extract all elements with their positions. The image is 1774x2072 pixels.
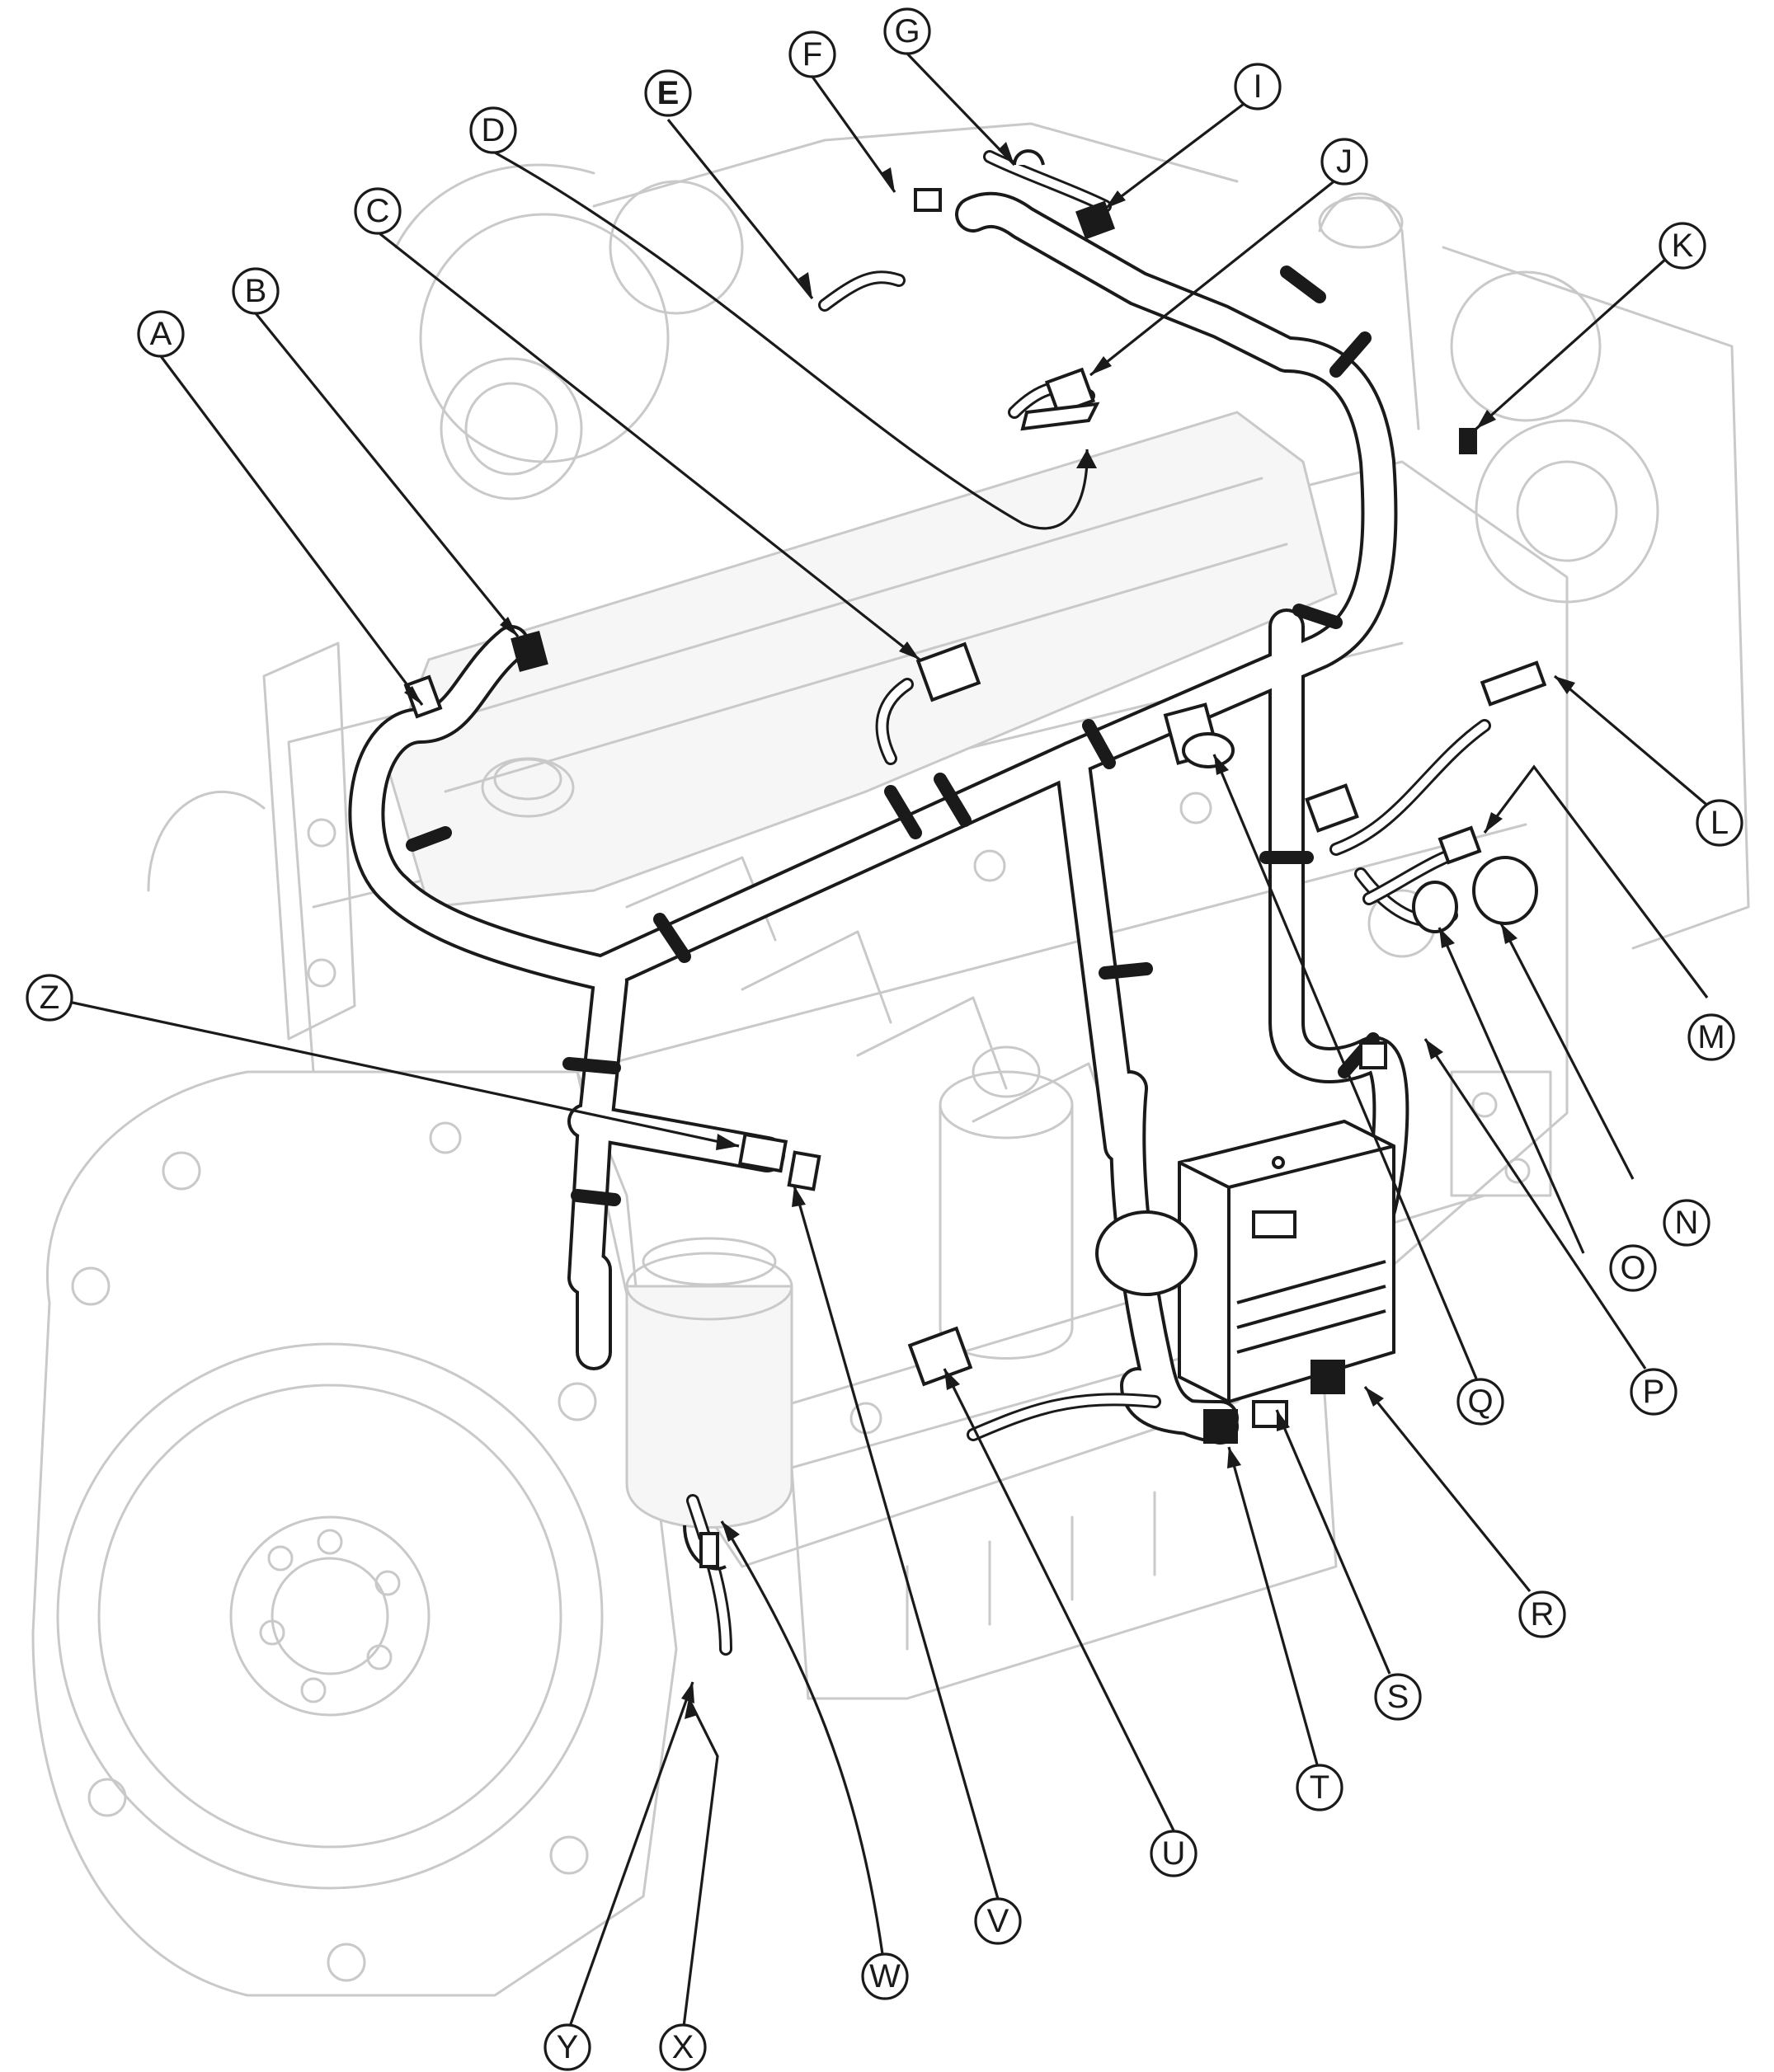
callout-z: Z — [26, 974, 73, 1022]
callout-v: V — [974, 1897, 1022, 1945]
svg-text:Z: Z — [40, 980, 59, 1016]
svg-text:G: G — [894, 13, 920, 49]
callout-e: E — [644, 69, 692, 117]
svg-text:L: L — [1710, 805, 1729, 841]
callout-a: A — [137, 310, 185, 358]
svg-text:V: V — [987, 1903, 1009, 1939]
callout-o: O — [1609, 1244, 1657, 1292]
svg-text:E: E — [657, 75, 680, 111]
callout-i: I — [1234, 63, 1282, 110]
svg-text:C: C — [366, 193, 390, 229]
svg-text:M: M — [1697, 1019, 1725, 1055]
callout-n: N — [1663, 1199, 1710, 1247]
svg-text:R: R — [1531, 1596, 1555, 1633]
callout-l: L — [1696, 799, 1743, 847]
callout-j: J — [1320, 138, 1368, 186]
callout-r: R — [1518, 1590, 1566, 1638]
svg-text:S: S — [1387, 1679, 1409, 1715]
callout-u: U — [1150, 1830, 1198, 1877]
callout-d: D — [469, 106, 517, 154]
callout-q: Q — [1456, 1378, 1504, 1426]
callout-g: G — [883, 7, 931, 55]
svg-text:K: K — [1672, 228, 1694, 264]
svg-text:P: P — [1643, 1374, 1665, 1410]
svg-text:X: X — [672, 2029, 694, 2065]
callout-c: C — [354, 187, 402, 235]
svg-text:W: W — [869, 1958, 901, 1994]
svg-text:U: U — [1162, 1835, 1186, 1872]
callout-y: Y — [543, 2023, 591, 2071]
svg-text:A: A — [150, 316, 172, 352]
svg-text:D: D — [482, 112, 506, 148]
svg-text:I: I — [1253, 68, 1262, 105]
svg-text:J: J — [1336, 143, 1353, 180]
callout-s: S — [1374, 1673, 1422, 1721]
callout-t: T — [1296, 1764, 1343, 1811]
svg-text:B: B — [245, 273, 267, 309]
svg-text:T: T — [1310, 1769, 1329, 1806]
svg-text:N: N — [1675, 1205, 1699, 1241]
callout-x: X — [659, 2023, 707, 2071]
callout-b: B — [232, 267, 280, 315]
svg-text:F: F — [802, 36, 822, 73]
callout-p: P — [1630, 1368, 1678, 1416]
leader-lines — [49, 52, 1717, 2034]
callout-k: K — [1659, 222, 1706, 270]
callout-m: M — [1687, 1013, 1735, 1061]
svg-text:Y: Y — [557, 2029, 579, 2065]
engine-outline — [31, 122, 1750, 1997]
callout-w: W — [861, 1952, 909, 2000]
svg-text:O: O — [1620, 1250, 1645, 1286]
callout-f: F — [788, 31, 836, 78]
svg-text:Q: Q — [1467, 1384, 1493, 1420]
wiring-harness — [348, 149, 1547, 1656]
callout-labels: A B C D E F G I J K L M N O P Q R S T U … — [26, 7, 1743, 2071]
